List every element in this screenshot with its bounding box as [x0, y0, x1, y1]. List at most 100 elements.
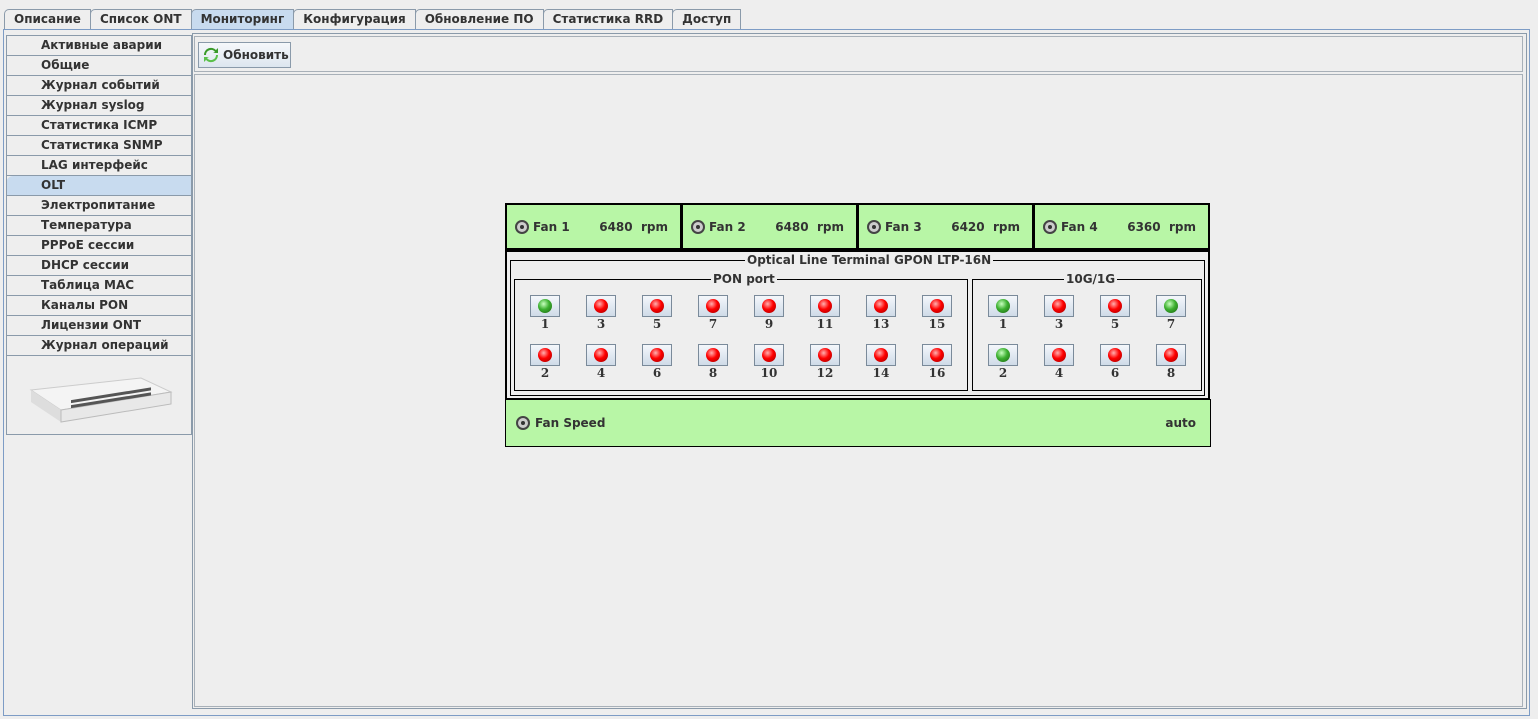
port-uplink[interactable]: 3 [1044, 295, 1074, 331]
port-led[interactable] [810, 295, 840, 317]
port-uplink[interactable]: 5 [1100, 295, 1130, 331]
port-led[interactable] [866, 295, 896, 317]
port-uplink[interactable]: 6 [1100, 344, 1130, 380]
port-led[interactable] [754, 344, 784, 366]
port-led[interactable] [642, 295, 672, 317]
fan-label: Fan 3 [885, 219, 922, 234]
sidebar-item[interactable]: Таблица MAC [7, 276, 191, 296]
port-led[interactable] [1100, 344, 1130, 366]
port-number: 7 [1166, 317, 1176, 331]
tab-3[interactable]: Конфигурация [293, 9, 416, 29]
port-led[interactable] [530, 295, 560, 317]
port-led[interactable] [922, 295, 952, 317]
port-pon[interactable]: 10 [754, 344, 784, 380]
port-led[interactable] [530, 344, 560, 366]
sidebar-item[interactable]: Лицензии ONT [7, 316, 191, 336]
port-number: 4 [1054, 366, 1064, 380]
sidebar-item[interactable]: Журнал syslog [7, 96, 191, 116]
port-pon[interactable]: 2 [530, 344, 560, 380]
port-number: 6 [652, 366, 662, 380]
sidebar-item[interactable]: LAG интерфейс [7, 156, 191, 176]
status-light-icon [930, 299, 944, 313]
port-uplink[interactable]: 7 [1156, 295, 1186, 331]
status-light-icon [996, 348, 1010, 362]
port-led[interactable] [1156, 344, 1186, 366]
port-pon[interactable]: 13 [866, 295, 896, 331]
refresh-icon [203, 47, 219, 63]
port-pon[interactable]: 3 [586, 295, 616, 331]
port-led[interactable] [698, 295, 728, 317]
tab-5[interactable]: Статистика RRD [542, 9, 674, 29]
tab-1[interactable]: Список ONT [89, 9, 192, 29]
port-number: 15 [928, 317, 946, 331]
port-uplink[interactable]: 8 [1156, 344, 1186, 380]
port-number: 3 [1054, 317, 1064, 331]
port-led[interactable] [988, 295, 1018, 317]
fan-speed-value: auto [1165, 416, 1196, 430]
sidebar-item[interactable]: OLT [7, 176, 191, 196]
port-led[interactable] [1044, 344, 1074, 366]
port-number: 9 [764, 317, 774, 331]
port-pon[interactable]: 12 [810, 344, 840, 380]
sidebar-item[interactable]: Статистика SNMP [7, 136, 191, 156]
port-uplink[interactable]: 1 [988, 295, 1018, 331]
refresh-button[interactable]: Обновить [198, 42, 291, 68]
sidebar-item[interactable]: Каналы PON [7, 296, 191, 316]
port-pon[interactable]: 7 [698, 295, 728, 331]
tab-2[interactable]: Мониторинг [190, 9, 295, 30]
port-led[interactable] [810, 344, 840, 366]
tab-6[interactable]: Доступ [672, 9, 742, 29]
port-uplink[interactable]: 2 [988, 344, 1018, 380]
sidebar-item[interactable]: Журнал событий [7, 76, 191, 96]
tab-4[interactable]: Обновление ПО [414, 9, 544, 29]
port-pon[interactable]: 8 [698, 344, 728, 380]
port-led[interactable] [1156, 295, 1186, 317]
fan-icon [515, 219, 529, 234]
port-pon[interactable]: 11 [810, 295, 840, 331]
sidebar-item[interactable]: DHCP сессии [7, 256, 191, 276]
status-light-icon [874, 348, 888, 362]
port-led[interactable] [866, 344, 896, 366]
port-pon[interactable]: 4 [586, 344, 616, 380]
fan-icon [691, 219, 705, 234]
port-pon[interactable]: 16 [922, 344, 952, 380]
port-pon[interactable]: 1 [530, 295, 560, 331]
fan-label: Fan 4 [1061, 219, 1098, 234]
sidebar-item[interactable]: Активные аварии [7, 36, 191, 56]
port-led[interactable] [642, 344, 672, 366]
status-light-icon [1052, 348, 1066, 362]
device-image [7, 356, 191, 434]
sidebar-item[interactable]: Температура [7, 216, 191, 236]
port-led[interactable] [988, 344, 1018, 366]
status-light-icon [762, 299, 776, 313]
sidebar-item[interactable]: Общие [7, 56, 191, 76]
sidebar-item[interactable]: Журнал операций [7, 336, 191, 356]
port-uplink[interactable]: 4 [1044, 344, 1074, 380]
tab-0[interactable]: Описание [4, 9, 91, 29]
port-pon[interactable]: 15 [922, 295, 952, 331]
port-pon[interactable]: 14 [866, 344, 896, 380]
sidebar-item[interactable]: Электропитание [7, 196, 191, 216]
sidebar-item[interactable]: PPPoE сессии [7, 236, 191, 256]
port-led[interactable] [586, 344, 616, 366]
status-light-icon [1164, 299, 1178, 313]
port-led[interactable] [586, 295, 616, 317]
fan-icon [516, 416, 530, 430]
port-led[interactable] [754, 295, 784, 317]
sidebar-item[interactable]: Статистика ICMP [7, 116, 191, 136]
port-number: 1 [540, 317, 550, 331]
port-pon[interactable]: 9 [754, 295, 784, 331]
port-number: 8 [708, 366, 718, 380]
port-led[interactable] [922, 344, 952, 366]
port-led[interactable] [1100, 295, 1130, 317]
port-number: 10 [760, 366, 778, 380]
status-light-icon [996, 299, 1010, 313]
toolbar [194, 36, 1523, 72]
port-pon[interactable]: 5 [642, 295, 672, 331]
port-led[interactable] [698, 344, 728, 366]
port-led[interactable] [1044, 295, 1074, 317]
port-pon[interactable]: 6 [642, 344, 672, 380]
